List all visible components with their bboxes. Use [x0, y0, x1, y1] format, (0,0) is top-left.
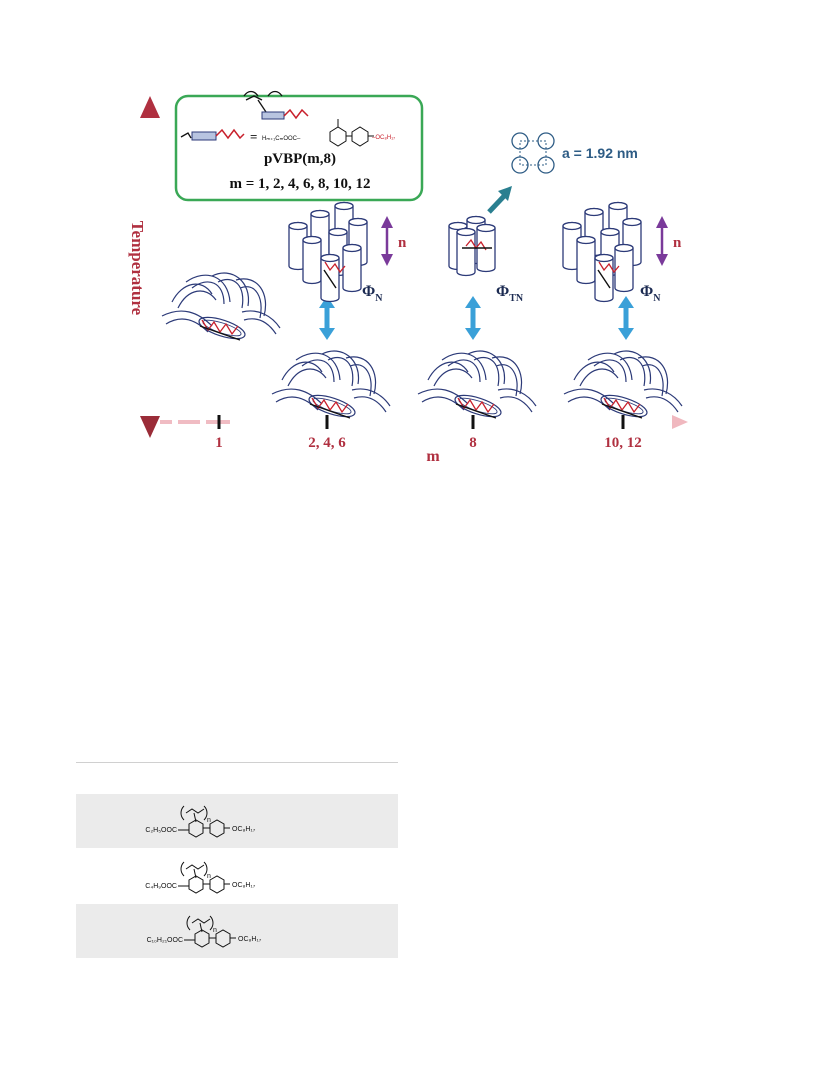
nematic-columns-2: [562, 201, 642, 303]
n-label: n: [398, 235, 407, 251]
x-tick-label: 2, 4, 6: [308, 435, 346, 451]
n-label: n: [673, 235, 682, 251]
polymer-name: pVBP(m,8): [264, 151, 336, 167]
lattice-sketch: [511, 132, 555, 174]
temperature-axis: [140, 96, 160, 438]
figure-phase-diagram: Temperature 1 2, 4, 6 8 10, 12 m: [128, 90, 688, 465]
m-axis: [160, 415, 688, 429]
y-axis-label: Temperature: [128, 221, 147, 316]
monomer-left-group: Hₘ₊₁CₘOOC–: [262, 136, 301, 142]
ester-group: C₂H₅OOC: [145, 827, 177, 834]
phase-label-tetragonal: ΦTN: [496, 283, 524, 304]
x-ticks: [217, 415, 625, 429]
monomer-right-group: –OC₈H₁₇: [372, 135, 395, 141]
phase-label-nematic: ΦN: [640, 283, 661, 304]
table-top-rule: [76, 762, 398, 763]
amorphous-chains-m1: [161, 272, 281, 344]
amorphous-chains-m8: [417, 350, 537, 422]
polymer-structure-table: n C₂H₅OOC OC₈H₁₇ n C₄H₉OOC OC₈H₁₇: [76, 762, 398, 962]
chemical-structure: n C₂H₅OOC OC₈H₁₇: [145, 805, 256, 838]
tetragonal-columns: [448, 215, 496, 277]
ester-group: C₄H₉OOC: [145, 883, 177, 890]
purple-arrow-1: [381, 216, 393, 266]
alkoxy-group: OC₈H₁₇: [238, 936, 262, 943]
transition-arrow-3: [618, 296, 634, 340]
nematic-columns-1: [288, 201, 368, 303]
repeat-subscript: n: [207, 817, 211, 824]
table-row: n C₄H₉OOC OC₈H₁₇: [76, 850, 398, 904]
transition-arrow-2: [465, 296, 481, 340]
x-tick-label: 10, 12: [604, 435, 642, 451]
equals-sign: =: [250, 129, 257, 144]
alkoxy-group: OC₈H₁₇: [232, 882, 256, 889]
amorphous-chains-m2: [271, 350, 391, 422]
x-axis-label: m: [426, 448, 440, 465]
x-tick-label: 8: [469, 435, 477, 451]
chemical-structure: n C₄H₉OOC OC₈H₁₇: [145, 861, 256, 894]
transition-arrow-1: [319, 296, 335, 340]
biphenyl-sketch: [329, 119, 374, 147]
x-tick-label: 1: [215, 435, 223, 451]
structure-inset: = Hₘ₊₁CₘOOC– –OC₈H₁₇ pVBP(m,8) m = 1, 2,…: [174, 90, 424, 202]
amorphous-chains-m10: [563, 350, 683, 422]
lattice-parameter: a = 1.92 nm: [562, 145, 638, 161]
ester-group: C₁₀H₂₁OOC: [147, 937, 183, 944]
repeat-subscript: n: [213, 927, 217, 934]
teal-arrow: [487, 186, 512, 214]
purple-arrow-2: [656, 216, 668, 266]
alkoxy-group: OC₈H₁₇: [232, 826, 256, 833]
backbone-sketch: [243, 90, 309, 120]
table-row: n C₁₀H₂₁OOC OC₈H₁₇: [76, 904, 398, 958]
side-chain-sketch: [180, 128, 245, 141]
repeat-subscript: n: [207, 873, 211, 880]
chemical-structure: n C₁₀H₂₁OOC OC₈H₁₇: [147, 915, 262, 948]
m-values: m = 1, 2, 4, 6, 8, 10, 12: [229, 176, 370, 192]
phase-label-nematic: ΦN: [362, 283, 383, 304]
table-row: n C₂H₅OOC OC₈H₁₇: [76, 794, 398, 848]
